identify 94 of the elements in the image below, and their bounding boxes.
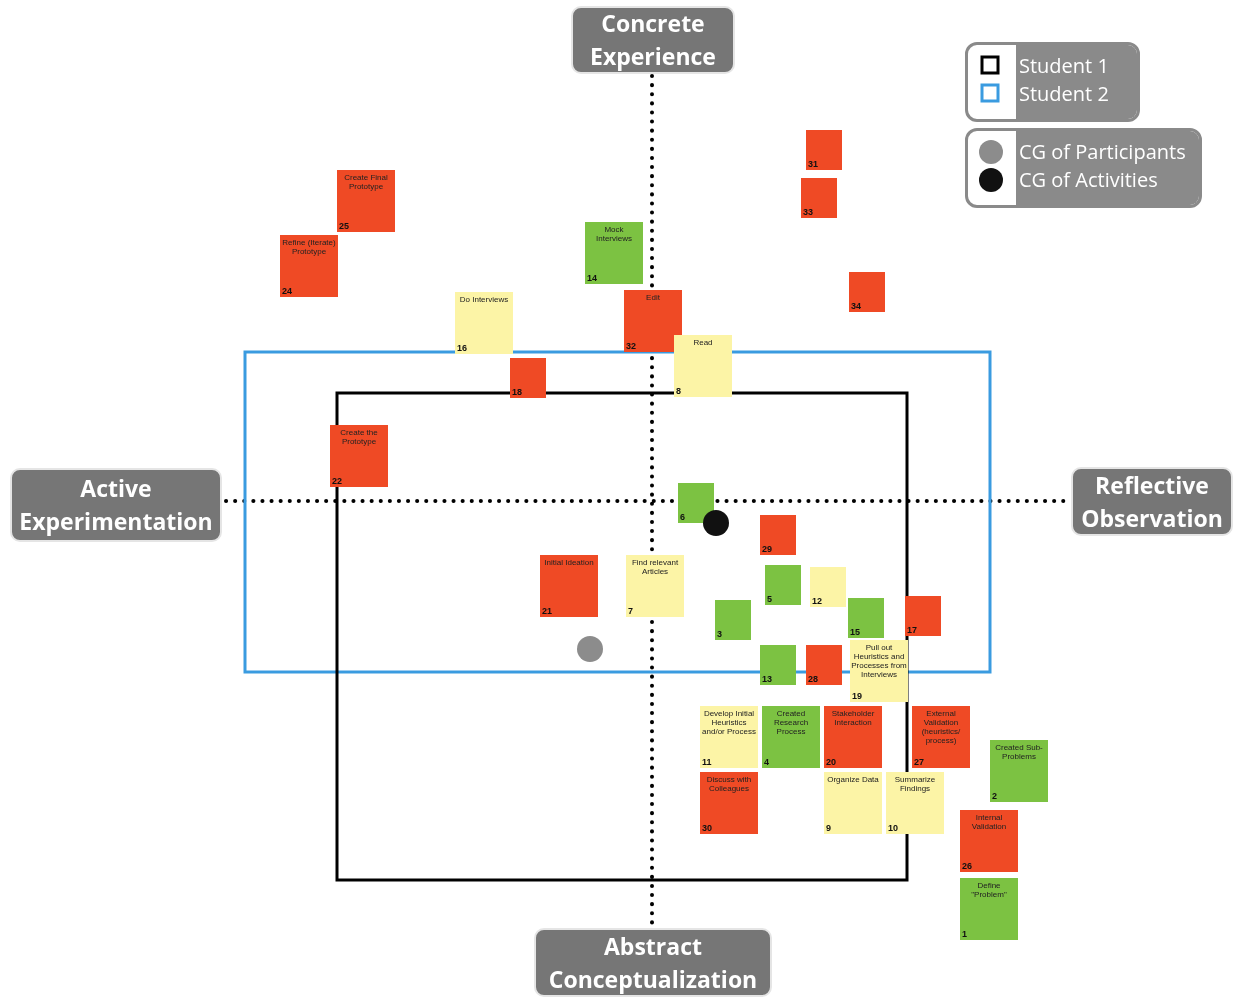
sticky-note [715,600,751,640]
note-number: 32 [626,341,636,351]
note-number: 20 [826,757,836,767]
note-number: 13 [762,674,772,684]
note-number: 4 [764,757,769,767]
note-text: Initial Ideation [543,558,595,567]
sticky-note [700,706,758,768]
sticky-note [674,335,732,397]
sticky-note [626,555,684,617]
sticky-note [678,483,714,523]
sticky-note [765,565,801,605]
note-number: 31 [808,159,818,169]
note-text: Summarize Findings [893,775,937,793]
note-number: 8 [676,386,681,396]
note-number: 10 [888,823,898,833]
sticky-note [850,640,908,702]
note-number: 25 [339,221,349,231]
note-number: 5 [767,594,772,604]
note-number: 12 [812,596,822,606]
note-text: Create Final Prototype [343,173,389,191]
sticky-note [886,772,944,834]
note-number: 9 [826,823,831,833]
sticky-note [806,645,842,685]
note-text: Define "Problem" [970,881,1008,899]
note-number: 21 [542,606,552,616]
note-text: Read [692,338,714,347]
legend-label: CG of Activities [1019,168,1158,192]
note-number: 14 [587,273,597,283]
sticky-note [905,596,941,636]
note-number: 22 [332,476,342,486]
note-number: 19 [852,691,862,701]
legend-label: Student 2 [1019,82,1109,106]
axis-label: Active Experimentation [10,468,222,542]
note-number: 27 [914,757,924,767]
sticky-note [960,878,1018,940]
note-text: Stakeholder Interaction [830,709,876,727]
axis-label: Reflective Observation [1071,467,1233,536]
note-number: 2 [992,791,997,801]
sticky-note [990,740,1048,802]
note-number: 1 [962,929,967,939]
sticky-note [801,178,837,218]
note-text: Refine (Iterate) Prototype [281,238,337,256]
note-number: 11 [702,757,712,767]
note-number: 7 [628,606,633,616]
note-number: 16 [457,343,467,353]
note-number: 33 [803,207,813,217]
note-text: Develop Initial Heuristics and/or Process [701,709,757,736]
note-text: Mock Interviews [595,225,633,243]
sticky-note [330,425,388,487]
sticky-note [585,222,643,284]
note-text: Do Interviews [458,295,510,304]
axis-label: Concrete Experience [571,6,735,74]
sticky-note [280,235,338,297]
legend-label: Student 1 [1019,54,1109,78]
sticky-note [849,272,885,312]
sticky-note [912,706,970,768]
note-text: Edit [645,293,661,302]
sticky-note [700,772,758,834]
note-text: Created Research Process [772,709,810,736]
sticky-note [455,292,513,354]
note-number: 6 [680,512,685,522]
sticky-note [960,810,1018,872]
sticky-note [760,645,796,685]
axis-label: Abstract Conceptualization [534,928,772,997]
note-text: Pull out Heuristics and Processes from Interviews [851,643,907,679]
note-text: Internal Validation [970,813,1008,831]
note-number: 34 [851,301,861,311]
note-text: Created Sub-Problems [994,743,1044,761]
note-number: 17 [907,625,917,635]
sticky-note [824,772,882,834]
sticky-note [624,290,682,352]
sticky-note [337,170,395,232]
sticky-note [810,567,846,607]
note-number: 26 [962,861,972,871]
note-text: Create the Prototype [339,428,379,446]
sticky-note [806,130,842,170]
note-number: 29 [762,544,772,554]
sticky-note [540,555,598,617]
sticky-note [848,598,884,638]
note-text: Discuss with Colleagues [705,775,753,793]
sticky-note [762,706,820,768]
note-text: Organize Data [826,775,880,784]
sticky-note [760,515,796,555]
note-text: External Validation (heuristics/ process) [920,709,962,745]
sticky-note [510,358,546,398]
note-number: 30 [702,823,712,833]
note-number: 24 [282,286,292,296]
note-number: 3 [717,629,722,639]
sticky-note [824,706,882,768]
note-text: Find relevant Articles [630,558,680,576]
note-number: 18 [512,387,522,397]
note-number: 15 [850,627,860,637]
note-number: 28 [808,674,818,684]
legend-label: CG of Participants [1019,140,1186,164]
